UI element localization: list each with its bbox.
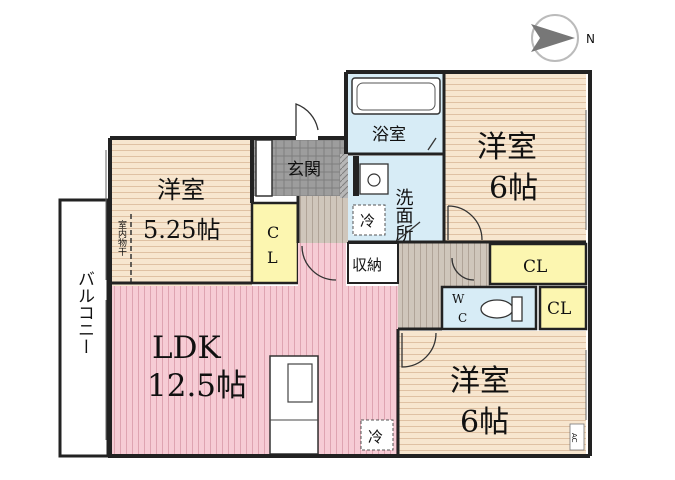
ldk-size: 12.5帖 (147, 368, 247, 404)
closet-left-c: C (267, 223, 279, 242)
room-ldk: LDK 12.5帖 冷 (110, 243, 398, 455)
kitchen-sink-icon (287, 363, 313, 403)
entrance: 玄関 (254, 138, 348, 197)
windows (105, 110, 587, 440)
closet-lower-label: CL (547, 299, 571, 319)
walls (108, 70, 592, 458)
aircon-label: AC (570, 433, 578, 443)
washroom-label: 洗面所 (393, 188, 414, 242)
compass: N (531, 14, 595, 62)
room-size: 6帖 (489, 171, 538, 206)
compass-north-label: N (586, 32, 595, 46)
washbasin-icon (359, 163, 389, 195)
fridge-kitchen-spot (360, 419, 394, 451)
bathroom: 浴室 (348, 74, 444, 154)
entrance-door-swing (295, 103, 319, 138)
room-name: 洋室 (477, 130, 537, 165)
toilet: W C (440, 285, 538, 331)
hall-upper (298, 196, 348, 243)
washer-label: 冷 (360, 212, 375, 230)
room-name: 洋室 (450, 364, 510, 399)
closet-lower: CL (538, 285, 588, 331)
room-size: 5.25帖 (143, 216, 220, 244)
ldk-door-swing (301, 245, 337, 281)
aircon-spot (569, 423, 585, 451)
toilet-bowl-icon (480, 299, 514, 319)
fridge-kitchen-label: 冷 (368, 428, 383, 446)
closet-upper: CL (488, 242, 588, 286)
closet-left-l: L (267, 248, 278, 267)
balcony-label: バルコニー (74, 270, 94, 355)
room-size: 6帖 (460, 405, 509, 440)
wall-hatch (340, 154, 348, 198)
room-western-lower: 洋室 6帖 AC (398, 331, 586, 454)
shoe-box (255, 139, 273, 197)
room-name: 洋室 (157, 176, 205, 204)
bathroom-label: 浴室 (372, 125, 406, 145)
storage: 収納 (347, 242, 399, 284)
room-western-upper: 洋室 6帖 (444, 74, 586, 242)
storage-label: 収納 (352, 256, 382, 274)
washer-spot (352, 204, 386, 236)
toilet-w: W (452, 292, 465, 306)
indoor-drying-label: 室内物干 (116, 219, 127, 257)
upper-room-door-swing (447, 205, 483, 241)
doors (295, 103, 483, 368)
hall-door-swing (451, 257, 475, 281)
ldk-name: LDK (152, 330, 221, 366)
washroom: 冷 洗面所 (348, 156, 444, 242)
closet-upper-label: CL (523, 257, 547, 277)
compass-needle-icon (531, 24, 575, 52)
lower-room-door-swing (401, 332, 437, 368)
toilet-c: C (458, 311, 467, 325)
balcony: バルコニー (58, 198, 110, 458)
entrance-label: 玄関 (287, 160, 321, 180)
room-western-left: 洋室 5.25帖 室内物干 (110, 140, 252, 286)
closet-left: C L (250, 201, 300, 285)
